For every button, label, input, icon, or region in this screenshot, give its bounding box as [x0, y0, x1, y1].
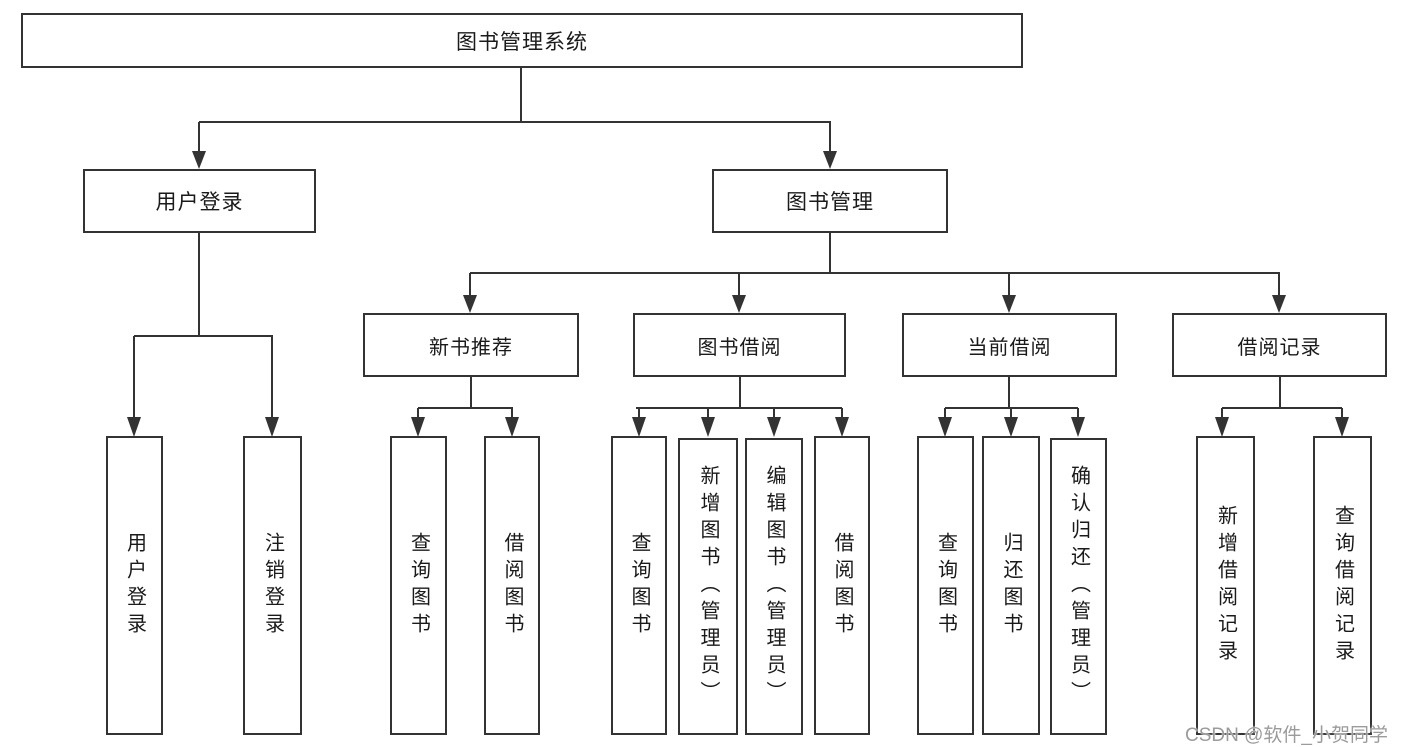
connector-borrow-stem: [739, 377, 741, 408]
connector-mgmt-stem: [829, 233, 831, 273]
connector-root-drop-left: [198, 122, 200, 152]
arrow-down-icon: [1272, 295, 1286, 313]
arrow-down-icon: [411, 417, 425, 437]
leaf-edit-book-admin-label: 编辑图书（管理员）: [763, 465, 785, 708]
node-book-management: 图书管理: [712, 169, 948, 233]
arrow-down-icon: [463, 295, 477, 313]
connector-current-stem: [1008, 377, 1010, 408]
node-root-label: 图书管理系统: [456, 30, 588, 54]
leaf-recommend-borrow-book: 借阅图书: [484, 436, 540, 735]
node-book-borrow: 图书借阅: [633, 313, 846, 377]
node-borrow-record-label: 借阅记录: [1237, 336, 1322, 359]
connector-current-drop: [1077, 408, 1079, 418]
connector-login-branch: [134, 335, 273, 337]
arrow-down-icon: [265, 417, 279, 437]
leaf-add-book-admin-label: 新增图书（管理员）: [697, 465, 719, 708]
arrow-down-icon: [823, 151, 837, 169]
leaf-recommend-query-book-label: 查询图书: [407, 531, 430, 640]
connector-mgmt-drop: [738, 273, 740, 296]
arrow-down-icon: [127, 417, 141, 437]
connector-recommend-branch: [418, 407, 513, 409]
leaf-confirm-return-admin: 确认归还（管理员）: [1050, 438, 1107, 735]
leaf-add-borrow-record-label: 新增借阅记录: [1214, 504, 1237, 667]
leaf-user-login: 用户登录: [106, 436, 163, 735]
connector-root-branch: [199, 121, 831, 123]
leaf-query-borrow-record: 查询借阅记录: [1313, 436, 1372, 735]
connector-login-drop: [271, 336, 273, 418]
leaf-borrow-query-book-label: 查询图书: [628, 531, 650, 640]
leaf-recommend-query-book: 查询图书: [390, 436, 447, 735]
arrow-down-icon: [1002, 295, 1016, 313]
connector-borrow-branch: [636, 407, 842, 409]
connector-mgmt-drop: [1008, 273, 1010, 296]
arrow-down-icon: [192, 151, 206, 169]
node-current-borrow-label: 当前借阅: [967, 336, 1052, 359]
node-new-book-recommend-label: 新书推荐: [429, 336, 513, 359]
connector-mgmt-branch: [470, 272, 1280, 274]
leaf-borrow-book: 借阅图书: [814, 436, 870, 735]
connector-record-drop: [1341, 408, 1343, 418]
connector-recommend-stem: [470, 377, 472, 408]
connector-current-drop: [944, 408, 946, 418]
connector-login-stem: [198, 233, 200, 336]
connector-current-drop: [1010, 408, 1012, 418]
connector-borrow-drop: [773, 408, 775, 418]
arrow-down-icon: [767, 417, 781, 437]
leaf-user-login-label: 用户登录: [123, 531, 146, 640]
connector-recommend-drop: [417, 408, 419, 418]
connector-record-drop: [1221, 408, 1223, 418]
node-user-login: 用户登录: [83, 169, 316, 233]
connector-borrow-drop: [707, 408, 709, 418]
arrow-down-icon: [732, 295, 746, 313]
arrow-down-icon: [1335, 417, 1349, 437]
arrow-down-icon: [632, 417, 646, 437]
arrow-down-icon: [938, 417, 952, 437]
arrow-down-icon: [1071, 417, 1085, 437]
watermark: CSDN @软件_小贺同学: [1185, 725, 1388, 746]
leaf-current-query-book-label: 查询图书: [934, 531, 957, 640]
connector-mgmt-drop: [469, 273, 471, 296]
connector-mgmt-drop: [1278, 273, 1280, 296]
connector-borrow-drop: [638, 408, 640, 418]
node-book-borrow-label: 图书借阅: [697, 336, 782, 359]
leaf-edit-book-admin: 编辑图书（管理员）: [745, 438, 803, 735]
leaf-add-book-admin: 新增图书（管理员）: [678, 438, 738, 735]
leaf-return-book: 归还图书: [982, 436, 1040, 735]
connector-record-branch: [1222, 407, 1342, 409]
arrow-down-icon: [835, 417, 849, 437]
node-borrow-record: 借阅记录: [1172, 313, 1387, 377]
leaf-borrow-query-book: 查询图书: [611, 436, 667, 735]
leaf-confirm-return-admin-label: 确认归还（管理员）: [1067, 465, 1090, 708]
leaf-borrow-book-label: 借阅图书: [831, 531, 853, 640]
leaf-current-query-book: 查询图书: [917, 436, 974, 735]
connector-recommend-drop: [511, 408, 513, 418]
connector-root-drop-right: [829, 122, 831, 152]
leaf-query-borrow-record-label: 查询借阅记录: [1331, 504, 1354, 667]
leaf-return-book-label: 归还图书: [1000, 531, 1022, 640]
node-book-management-label: 图书管理: [786, 191, 874, 214]
arrow-down-icon: [1004, 417, 1018, 437]
arrow-down-icon: [505, 417, 519, 437]
arrow-down-icon: [701, 417, 715, 437]
arrow-down-icon: [1215, 417, 1229, 437]
node-new-book-recommend: 新书推荐: [363, 313, 579, 377]
node-current-borrow: 当前借阅: [902, 313, 1117, 377]
leaf-logout: 注销登录: [243, 436, 302, 735]
connector-borrow-drop: [841, 408, 843, 418]
leaf-recommend-borrow-book-label: 借阅图书: [501, 531, 523, 640]
leaf-add-borrow-record: 新增借阅记录: [1196, 436, 1255, 735]
node-root: 图书管理系统: [21, 13, 1023, 68]
leaf-logout-label: 注销登录: [261, 531, 284, 640]
node-user-login-label: 用户登录: [155, 191, 244, 214]
connector-record-stem: [1279, 377, 1281, 408]
connector-login-drop: [133, 336, 135, 418]
connector-root-stem: [520, 68, 522, 122]
